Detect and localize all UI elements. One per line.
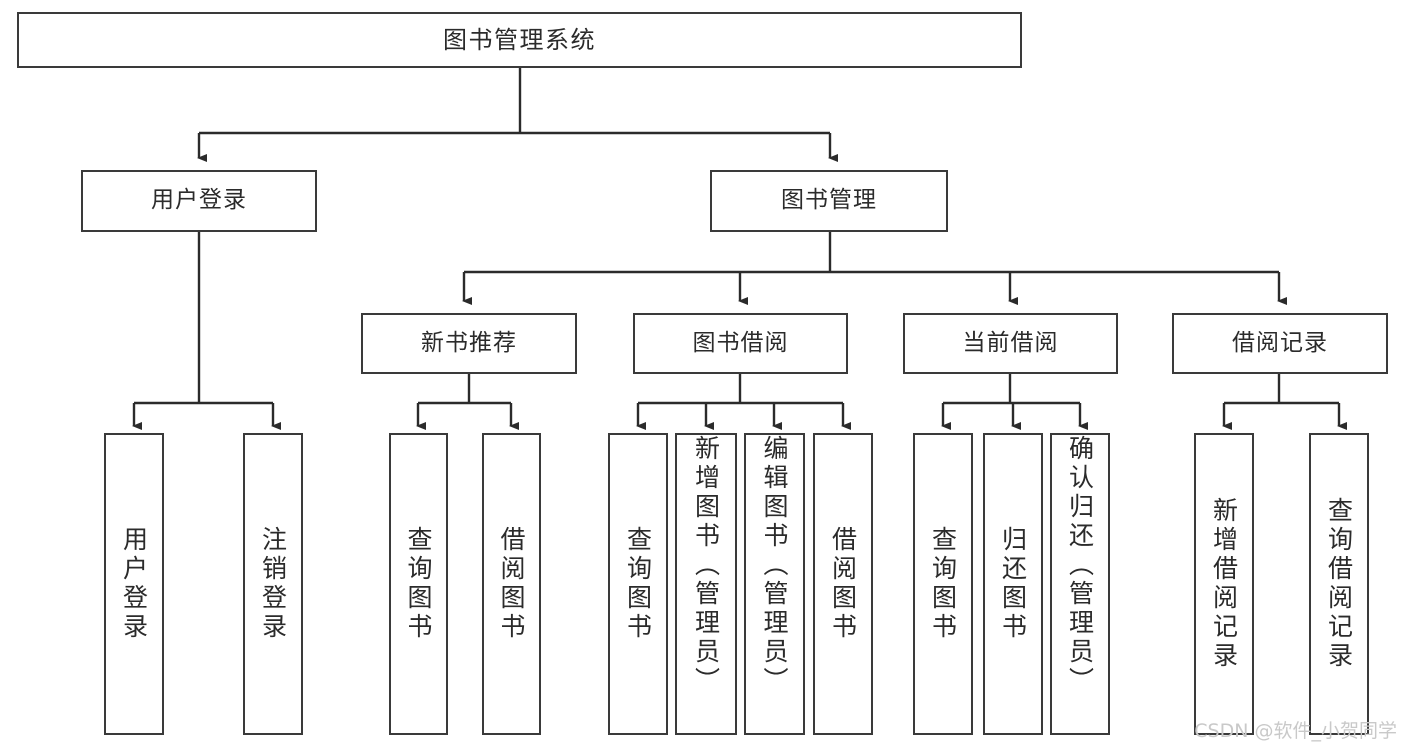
leaf-borrow-add-book-admin-label: 新增图书（管理员） xyxy=(691,435,721,696)
node-borrow-record[interactable]: 借阅记录 xyxy=(1172,313,1388,374)
node-user-login[interactable]: 用户登录 xyxy=(81,170,317,232)
leaf-borrow-borrow-book[interactable]: 借阅图书 xyxy=(813,433,873,735)
leaf-new-book-query[interactable]: 查询图书 xyxy=(389,433,448,735)
leaf-user-login-signout[interactable]: 注销登录 xyxy=(243,433,303,735)
node-borrow-record-label: 借阅记录 xyxy=(1232,329,1328,356)
leaf-user-login-signin[interactable]: 用户登录 xyxy=(104,433,164,735)
leaf-record-add-label: 新增借阅记录 xyxy=(1209,497,1239,671)
leaf-user-login-signout-label: 注销登录 xyxy=(258,526,288,642)
leaf-new-book-query-label: 查询图书 xyxy=(404,526,433,642)
csdn-watermark: CSDN @软件_小贺同学 xyxy=(1194,720,1397,742)
node-book-borrow[interactable]: 图书借阅 xyxy=(633,313,848,374)
leaf-record-add[interactable]: 新增借阅记录 xyxy=(1194,433,1254,735)
node-current-borrow[interactable]: 当前借阅 xyxy=(903,313,1118,374)
node-user-login-label: 用户登录 xyxy=(151,187,247,214)
leaf-new-book-borrow-label: 借阅图书 xyxy=(497,526,526,642)
leaf-borrow-edit-book-admin-label: 编辑图书（管理员） xyxy=(760,435,789,696)
leaf-new-book-borrow[interactable]: 借阅图书 xyxy=(482,433,541,735)
node-book-borrow-label: 图书借阅 xyxy=(692,329,789,356)
leaf-record-query[interactable]: 查询借阅记录 xyxy=(1309,433,1369,735)
leaf-user-login-signin-label: 用户登录 xyxy=(119,526,149,642)
leaf-record-query-label: 查询借阅记录 xyxy=(1324,497,1354,671)
leaf-current-return-book-label: 归还图书 xyxy=(998,526,1028,642)
leaf-borrow-add-book-admin[interactable]: 新增图书（管理员） xyxy=(675,433,737,735)
leaf-current-confirm-return-admin-label: 确认归还（管理员） xyxy=(1065,435,1095,696)
node-new-book-recommend-label: 新书推荐 xyxy=(421,329,517,356)
node-root[interactable]: 图书管理系统 xyxy=(17,12,1022,68)
leaf-current-confirm-return-admin[interactable]: 确认归还（管理员） xyxy=(1050,433,1110,735)
node-root-label: 图书管理系统 xyxy=(443,25,596,54)
leaf-current-return-book[interactable]: 归还图书 xyxy=(983,433,1043,735)
leaf-current-query-book[interactable]: 查询图书 xyxy=(913,433,973,735)
leaf-borrow-query-book[interactable]: 查询图书 xyxy=(608,433,668,735)
leaf-borrow-edit-book-admin[interactable]: 编辑图书（管理员） xyxy=(744,433,805,735)
node-new-book-recommend[interactable]: 新书推荐 xyxy=(361,313,577,374)
node-book-management-label: 图书管理 xyxy=(781,187,877,214)
node-current-borrow-label: 当前借阅 xyxy=(962,329,1059,356)
leaf-borrow-borrow-book-label: 借阅图书 xyxy=(828,526,858,642)
node-book-management[interactable]: 图书管理 xyxy=(710,170,948,232)
leaf-borrow-query-book-label: 查询图书 xyxy=(623,526,653,642)
leaf-current-query-book-label: 查询图书 xyxy=(928,526,958,642)
